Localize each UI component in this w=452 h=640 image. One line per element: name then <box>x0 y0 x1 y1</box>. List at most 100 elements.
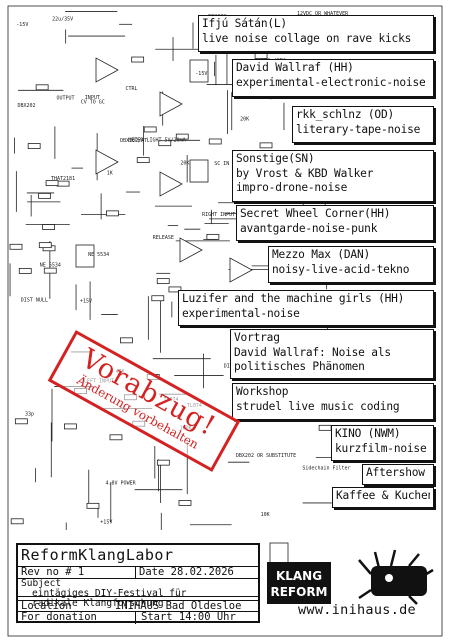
kino: KINO (NWM) kurzfilm-noise <box>331 425 434 461</box>
schematic-label: METER LIGHT 5V/20mA <box>128 137 185 143</box>
date-cell: Date 28.02.2026 <box>136 567 258 578</box>
start-time: Start 14:00 Uhr <box>141 612 236 623</box>
subject-label: Subject <box>21 579 62 589</box>
schematic-label: -15V <box>195 71 207 77</box>
subject-lines: eintägiges DIY-Festival für radikale Kla… <box>32 589 186 609</box>
act-genre: noisy-live-acid-tekno <box>272 262 410 276</box>
opamp-symbol <box>229 257 253 283</box>
resistor-symbol <box>35 84 49 91</box>
location-row: Location INIHAUS Bad Oldesloe <box>18 600 258 612</box>
act-name: Secret Wheel Corner(HH) <box>240 207 391 220</box>
ic-symbol <box>189 59 209 83</box>
resistor-symbol <box>18 268 32 274</box>
ic-symbol <box>189 159 209 183</box>
act-secret-wheel-corner: Secret Wheel Corner(HH) avantgarde-noise… <box>236 205 434 241</box>
subject-line-1: eintägiges DIY-Festival für <box>32 588 187 599</box>
act-members: by Vrost & KBD Walker <box>236 166 374 180</box>
rev-date-row: Rev no # 1 Date 28.02.2026 <box>18 567 258 579</box>
donation-row: For donation Start 14:00 Uhr <box>18 612 258 624</box>
act-genre: impro-drone-noise <box>236 181 348 194</box>
resistor-symbol <box>136 157 150 163</box>
workshop-topic: strudel live music coding <box>236 399 400 413</box>
resistor-symbol <box>120 337 133 344</box>
website-url[interactable]: www.inihaus.de <box>298 602 416 618</box>
act-name: David Wallraf (HH) <box>236 61 354 74</box>
act-mezzo-max: Mezzo Max (DAN) noisy-live-acid-tekno <box>268 246 434 283</box>
schematic-label: CTRL <box>126 86 138 92</box>
kino-label: KINO (NWM) <box>335 427 401 440</box>
resistor-symbol <box>64 423 77 430</box>
schematic-label: +15V <box>80 298 92 304</box>
act-name: rkk_schlnz (OD) <box>296 108 395 121</box>
logo-line-1: KLANG <box>276 569 322 583</box>
resistor-symbol <box>254 53 268 59</box>
resistor-symbol <box>42 224 56 230</box>
kaffee-label: Kaffee & Kuchen <box>336 489 430 502</box>
logo-line-2: REFORM <box>270 585 327 599</box>
rev-label: Rev no # <box>21 567 72 578</box>
kino-genre: kurzfilm-noise <box>335 441 427 455</box>
schematic-label: CV TO GC <box>81 100 105 106</box>
resistor-symbol <box>106 210 119 217</box>
opamp-symbol <box>179 237 203 263</box>
resistor-symbol <box>168 286 182 293</box>
talk-topic: politisches Phänomen <box>234 360 365 373</box>
opamp-symbol <box>95 57 119 83</box>
title-row: ReformKlangLabor <box>18 545 258 567</box>
workshop-label: Workshop <box>236 385 289 398</box>
resistor-symbol <box>143 126 157 133</box>
rev-value: 1 <box>77 567 85 578</box>
schematic-label: RELEASE <box>153 235 174 241</box>
workshop: Workshop strudel live music coding <box>232 383 434 420</box>
schematic-label: Sidechain Filter <box>302 466 350 472</box>
location-value: INIHAUS Bad Oldesloe <box>115 601 242 611</box>
schematic-label: DBX202/AT <box>120 138 147 144</box>
schematic-label: 1K <box>107 171 113 177</box>
act-name: Ifjú Sátán(L) <box>202 17 287 30</box>
resistor-symbol <box>86 502 100 509</box>
kaffee-kuchen: Kaffee & Kuchen <box>332 487 434 508</box>
schematic-label: NE 5534 <box>88 252 109 258</box>
resistor-symbol <box>178 500 192 506</box>
opamp-symbol <box>159 171 183 197</box>
logo-creature-spikes <box>358 549 434 605</box>
schematic-label: -15V <box>16 22 28 28</box>
donation-label: For donation <box>18 612 136 624</box>
schematic-label: DIST NULL <box>21 298 48 304</box>
schematic-label: 33p <box>25 412 34 418</box>
opamp-symbol <box>159 91 183 117</box>
title-block: ReformKlangLabor Rev no # 1 Date 28.02.2… <box>16 543 260 624</box>
logo-creature-icon <box>371 566 427 596</box>
act-genre: avantgarde-noise-punk <box>240 221 378 235</box>
act-genre: live noise collage on rave kicks <box>202 31 412 45</box>
resistor-symbol <box>156 459 170 466</box>
resistor-symbol <box>10 518 24 525</box>
drawing-frame <box>7 5 443 637</box>
subject-cell: Subject <box>18 579 258 597</box>
resistor-symbol <box>158 140 172 147</box>
logo-eye-icon <box>385 574 393 582</box>
ic-symbol <box>75 244 95 268</box>
logo-block <box>267 562 331 604</box>
resistor-symbol <box>131 56 145 63</box>
opamp-symbol <box>95 149 119 175</box>
resistor-symbol <box>9 243 23 250</box>
resistor-symbol <box>27 143 41 149</box>
schematic-label: DBX202 OR SUBSTITUTE <box>236 453 296 459</box>
aftershow: Aftershow <box>362 464 434 485</box>
aftershow-label: Aftershow <box>366 466 425 479</box>
schematic-label: DBX202 <box>18 103 36 109</box>
resistor-symbol <box>151 295 165 302</box>
resistor-symbol <box>14 418 28 425</box>
act-luzifer: Luzifer and the machine girls (HH) exper… <box>178 290 434 326</box>
date-value: 28.02.2026 <box>170 567 234 578</box>
act-name: Mezzo Max (DAN) <box>272 248 371 261</box>
act-genre: experimental-electronic-noise <box>236 75 426 89</box>
location-label: Location <box>21 601 72 611</box>
resistor-symbol <box>43 267 57 274</box>
act-ifju-satan: Ifjú Sátán(L) live noise collage on rave… <box>198 15 434 52</box>
schematic-label: 20K <box>180 161 189 167</box>
event-title: ReformKlangLabor <box>21 546 174 564</box>
act-david-wallraf: David Wallraf (HH) experimental-electron… <box>232 59 434 97</box>
resistor-symbol <box>38 192 51 199</box>
